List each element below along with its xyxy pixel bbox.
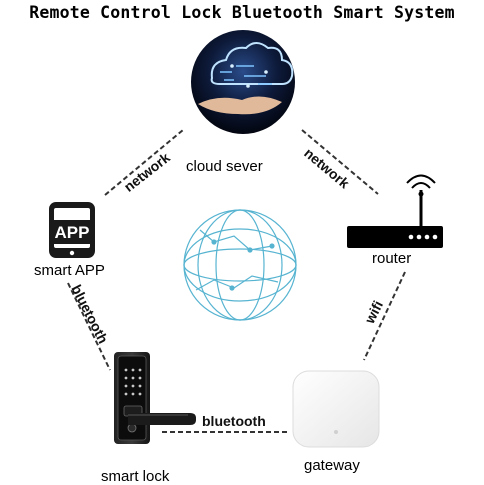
edge-label-lock-gateway: bluetooth (202, 413, 266, 429)
smart-lock-icon (114, 352, 196, 444)
smart-app-label: smart APP (34, 262, 105, 279)
page-title: Remote Control Lock Bluetooth Smart Syst… (29, 3, 455, 22)
edge-line-app-lock (67, 282, 111, 371)
edge-line-router-gateway (363, 271, 406, 361)
network-globe-icon (183, 209, 297, 321)
edge-line-cloud-router (301, 129, 379, 195)
cloud-server-icon (191, 30, 295, 134)
gateway-icon (292, 370, 380, 448)
router-label: router (372, 250, 412, 267)
smartphone-app-icon: APP (49, 202, 95, 258)
app-icon-text: APP (55, 223, 90, 242)
router-icon (347, 174, 443, 248)
gateway-label: gateway (304, 457, 360, 474)
cloud-server-label: cloud sever (186, 158, 263, 175)
edge-line-app-cloud (104, 129, 184, 196)
smart-lock-label: smart lock (101, 468, 170, 485)
